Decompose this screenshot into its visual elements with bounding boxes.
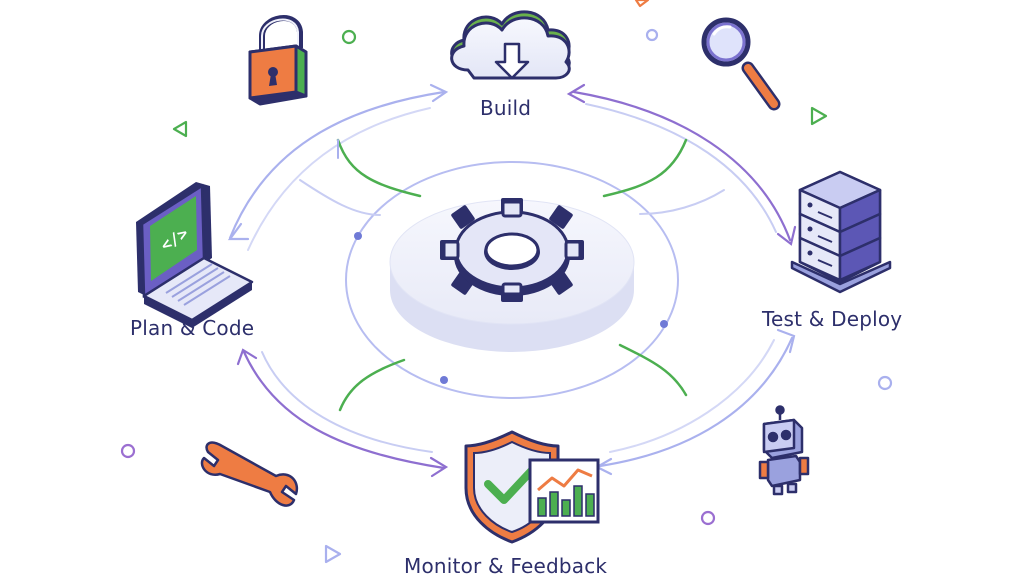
outer-cycle-arrows xyxy=(227,83,797,478)
arrow-test-to-monitor xyxy=(598,336,794,468)
inner-ring xyxy=(299,138,725,412)
gear-icon xyxy=(440,198,584,302)
stage-label-plan-code: Plan & Code xyxy=(130,316,255,340)
magnifier-icon xyxy=(701,17,781,111)
shield-check-chart-icon xyxy=(464,430,600,544)
stage-label-monitor-feedback: Monitor & Feedback xyxy=(404,554,608,576)
decorative-shapes xyxy=(120,0,893,564)
cloud-download-icon xyxy=(450,10,571,80)
wrench-icon xyxy=(200,441,299,507)
server-stack-icon xyxy=(790,170,892,294)
arrow-build-to-test xyxy=(572,90,792,242)
robot-icon xyxy=(758,405,810,496)
arrow-monitor-to-plan xyxy=(242,350,446,470)
padlock-icon xyxy=(248,15,308,106)
stage-label-build: Build xyxy=(480,96,532,120)
stage-label-test-deploy: Test & Deploy xyxy=(762,307,903,331)
laptop-code-icon: </> xyxy=(136,182,254,328)
arrow-plan-to-build xyxy=(228,90,446,240)
